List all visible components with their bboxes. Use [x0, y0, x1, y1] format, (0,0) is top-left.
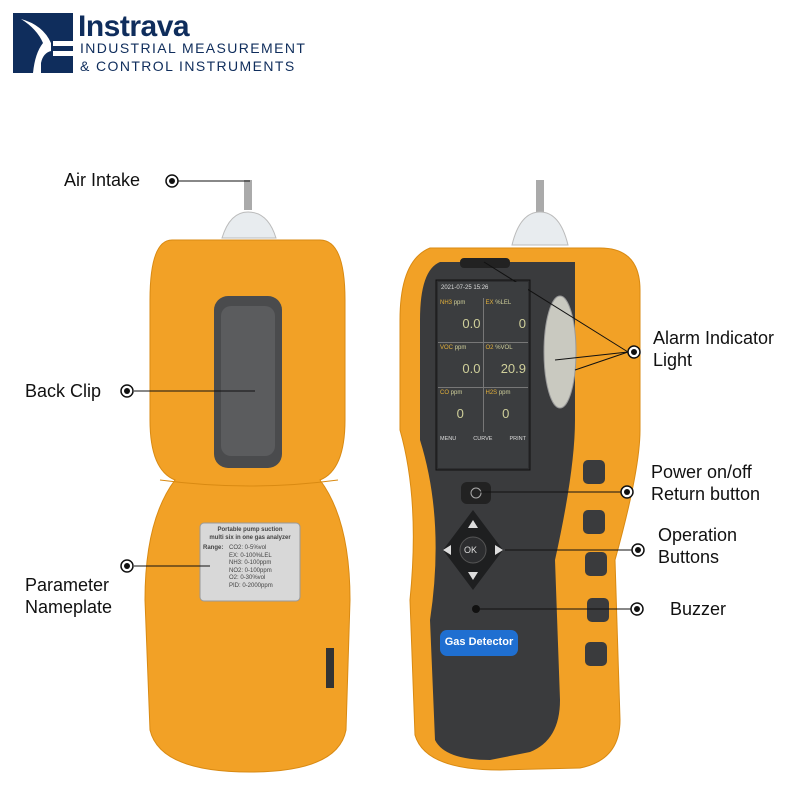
gas-name: VOC	[440, 345, 454, 351]
gas-value: 20.9	[500, 361, 526, 376]
nameplate-title: Portable pump suction	[217, 527, 283, 533]
gas-name: CO	[440, 390, 449, 396]
device-screen: 2021-07-25 15:26 NH3 ppm 0.0 EX %LEL 0 VOC…	[438, 282, 528, 468]
gas-unit: ppm	[450, 390, 463, 396]
parameter-nameplate	[199, 522, 301, 602]
nameplate-text: Portable pump suction multi six in one g…	[203, 527, 297, 590]
brand-name: Instrava	[78, 10, 190, 43]
gas-detector-badge-label: Gas Detector	[444, 636, 514, 648]
gas-value: 0.0	[462, 361, 481, 376]
gas-unit: ppm	[498, 390, 511, 396]
gas-detector-badge	[440, 630, 518, 656]
logo-mark	[13, 13, 73, 73]
brand-tagline: & CONTROL INSTRUMENTS	[80, 58, 296, 74]
alarm-indicator-light	[543, 295, 577, 409]
range-item: NH3: 0-100ppm	[229, 560, 272, 566]
power-button	[461, 482, 491, 504]
gas-value: 0	[502, 406, 510, 421]
callout-text: Return button	[651, 484, 761, 504]
device-back	[144, 180, 351, 773]
gas-value: 0.0	[462, 316, 481, 331]
gas-name: H2S	[485, 390, 498, 396]
ok-button	[459, 536, 487, 564]
nameplate-title: multi six in one gas analyzer	[209, 534, 291, 541]
gas-unit: %VOL	[495, 345, 513, 351]
range-item: CO2: 0-5%vol	[229, 545, 267, 551]
gas-value: 0	[456, 406, 464, 421]
callout-text: Operation	[658, 525, 738, 545]
screen-menu-label: MENU	[440, 436, 457, 442]
buttons-side	[583, 460, 609, 666]
ok-label: OK	[464, 545, 478, 555]
range-item: EX: 0-100%LEL	[229, 552, 272, 559]
gas-name: EX	[485, 300, 494, 306]
gas-unit: ppm	[454, 345, 467, 351]
screen-curve-label: CURVE	[473, 436, 493, 442]
callout-text: Light	[653, 350, 693, 370]
gas-value: 0	[518, 316, 526, 331]
callout-back-clip: Back Clip	[25, 381, 102, 401]
callout-text: Nameplate	[25, 597, 113, 617]
callout-text: Buttons	[658, 547, 720, 567]
gas-unit: %LEL	[495, 300, 512, 306]
brand-tagline: INDUSTRIAL MEASUREMENT	[80, 40, 307, 56]
range-item: O2: 0-30%vol	[229, 575, 266, 581]
callout-buzzer: Buzzer	[670, 599, 727, 619]
buzzer	[472, 605, 480, 613]
range-item: PID: 0-2000ppm	[229, 582, 273, 589]
callout-text: Power on/off	[651, 462, 752, 482]
screen-datetime: 2021-07-25 15:26	[441, 285, 489, 291]
gas-name: NH3	[440, 300, 453, 306]
screen-print-label: PRINT	[509, 436, 526, 442]
device-front	[399, 180, 641, 771]
gas-name: O2	[485, 345, 494, 351]
callout-air-intake: Air Intake	[64, 170, 141, 190]
range-label: Range:	[203, 545, 224, 551]
gas-unit: ppm	[453, 300, 466, 306]
callout-text: Alarm Indicator	[653, 328, 775, 348]
range-item: NO2: 0-100ppm	[229, 567, 272, 574]
callout-text: Parameter	[25, 575, 110, 595]
